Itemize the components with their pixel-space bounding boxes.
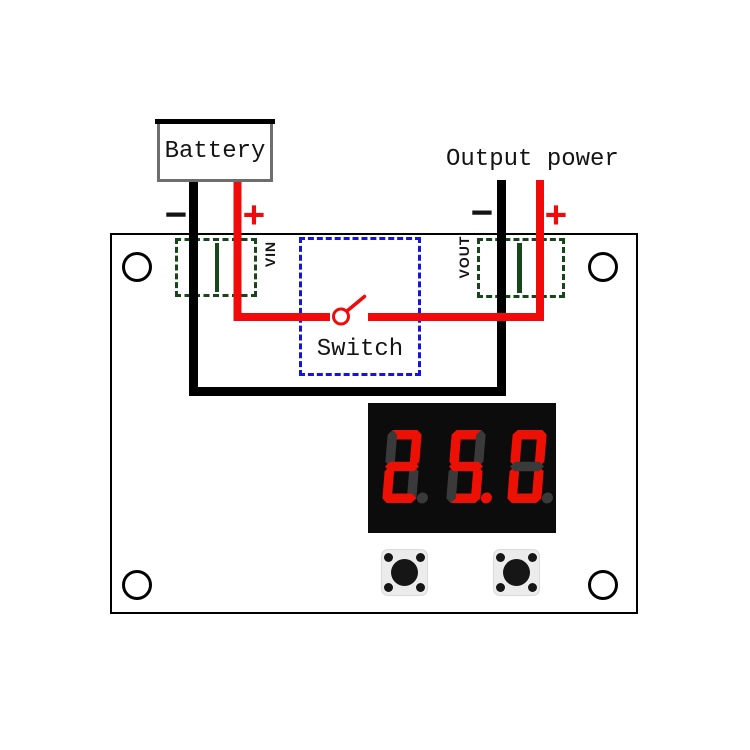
button-cap [391,559,418,586]
display-digit [446,430,492,504]
button-pin-dot [496,583,505,592]
decimal-point [480,492,492,504]
button-pin-dot [384,583,393,592]
vout-label: VOUT [456,235,472,279]
button-pin-dot [528,553,537,562]
seven-segment-display [368,403,556,533]
button-pin-dot [416,583,425,592]
mounting-hole-bottom-left [122,570,152,600]
output-power-label: Output power [446,146,619,173]
button-pin-dot [496,553,505,562]
output-positive-sign: + [545,193,567,235]
display-digit [382,430,428,504]
mounting-hole-bottom-right [588,570,618,600]
push-button-right [493,549,540,596]
button-pin-dot [416,553,425,562]
button-pin-dot [528,583,537,592]
battery-top-terminal-bar [155,119,275,124]
mounting-hole-top-left [122,252,152,282]
switch-label: Switch [316,336,404,363]
battery-label: Battery [164,137,266,165]
display-digit [507,430,553,504]
battery-box: Battery [157,120,273,182]
battery-positive-sign: + [243,193,265,235]
output-negative-sign: − [471,191,493,233]
button-cap [503,559,530,586]
vin-terminal-divider [215,243,219,292]
vin-label: VIN [262,240,278,268]
display-digits [382,430,553,504]
vout-terminal-divider [517,243,522,293]
button-pin-dot [384,553,393,562]
mounting-hole-top-right [588,252,618,282]
decimal-point [541,492,553,504]
push-button-left [381,549,428,596]
battery-negative-sign: − [165,193,187,235]
decimal-point [416,492,428,504]
